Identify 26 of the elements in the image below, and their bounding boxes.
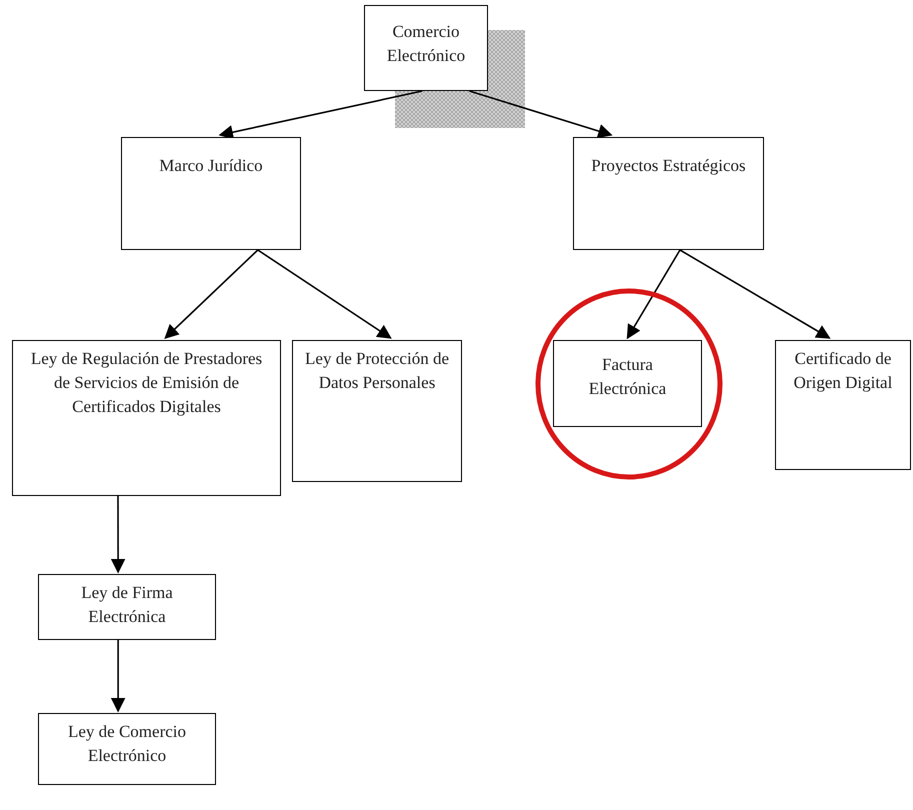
process-box	[292, 340, 462, 482]
box-label: Factura Electrónica	[588, 354, 668, 400]
arrow	[110, 496, 126, 574]
arrow	[257, 249, 392, 339]
arrow	[680, 249, 831, 339]
box-label: Certificado de Origen Digital	[792, 348, 894, 394]
box-label: Comercio Electrónico	[386, 21, 466, 67]
box-label: Ley de Regulación de Prestadores de Servicios de Emisión de Certificados Digitales	[30, 348, 264, 418]
process-box	[775, 340, 911, 470]
arrow	[218, 90, 422, 140]
process-box	[38, 574, 216, 640]
process-box	[12, 340, 281, 496]
box-label: Proyectos Estratégicos	[591, 155, 746, 177]
arrow	[110, 640, 126, 712]
process-box	[364, 5, 488, 91]
process-box	[38, 713, 216, 785]
process-box	[553, 340, 702, 427]
process-box	[573, 137, 764, 250]
box-label: Ley de Protección de Datos Personales	[304, 348, 450, 394]
arrow	[469, 90, 613, 138]
process-box	[121, 137, 301, 250]
box-label: Ley de Comercio Electrónico	[66, 721, 187, 767]
arrow	[164, 249, 258, 339]
box-label: Marco Jurídico	[159, 155, 263, 177]
arrow	[626, 250, 681, 340]
box-label: Ley de Firma Electrónica	[80, 582, 174, 628]
